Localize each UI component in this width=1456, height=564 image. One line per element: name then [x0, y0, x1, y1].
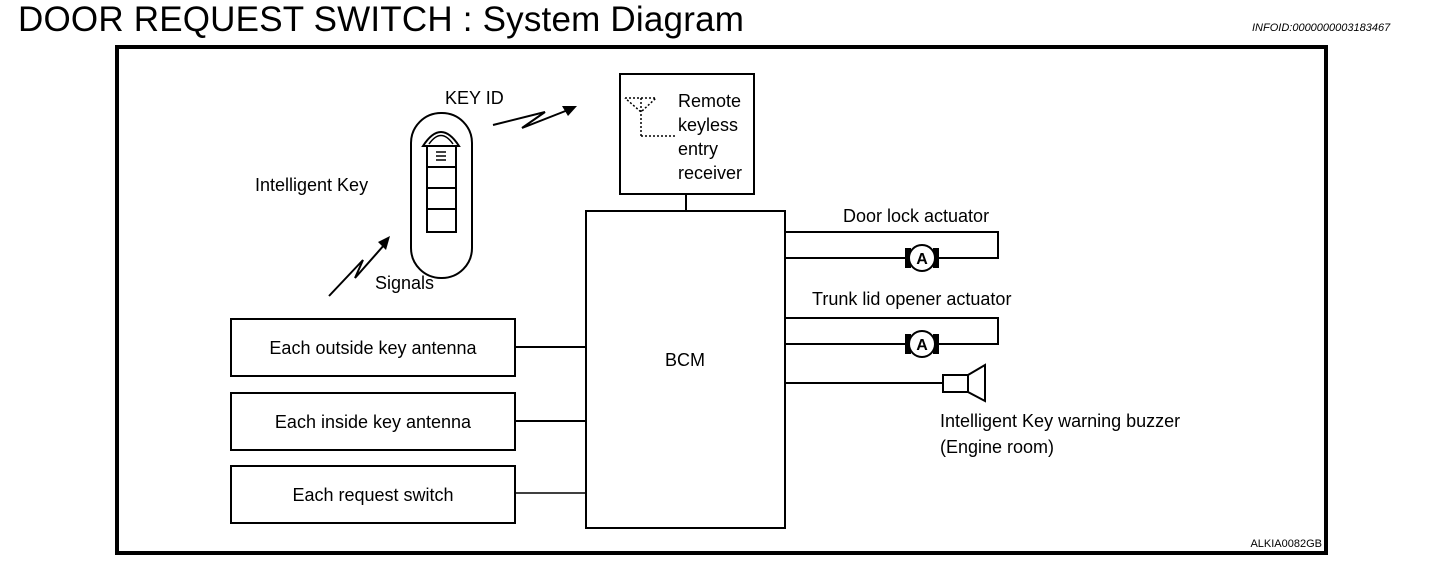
buzzer-label-line1: Intelligent Key warning buzzer	[940, 411, 1180, 431]
key-id-label: KEY ID	[445, 88, 504, 108]
door-lock-motor-icon: A	[905, 244, 939, 272]
signals-label: Signals	[375, 273, 434, 293]
signals-signal-icon	[328, 236, 390, 297]
buzzer-label-line2: (Engine room)	[940, 437, 1054, 457]
bcm-box	[585, 210, 786, 529]
receiver-label: Remote keyless entry receiver	[678, 91, 746, 183]
inside-key-antenna-label: Each inside key antenna	[275, 412, 472, 432]
buzzer-icon	[942, 363, 986, 403]
antenna-icon	[624, 97, 676, 137]
bcm-label: BCM	[665, 350, 705, 370]
motor-symbol: A	[916, 251, 928, 268]
buzzer-label: Intelligent Key warning buzzer (Engine r…	[940, 411, 1185, 457]
page-title: DOOR REQUEST SWITCH : System Diagram	[18, 0, 745, 39]
info-id: INFOID:0000000003183467	[1252, 22, 1391, 34]
receiver-label-line: entry	[678, 139, 718, 159]
figure-code: ALKIA0082GB	[1250, 538, 1322, 550]
motor-symbol: A	[916, 337, 928, 354]
diagram-frame	[115, 45, 1328, 555]
trunk-lid-motor-icon: A	[905, 330, 939, 358]
request-switch-label: Each request switch	[292, 485, 453, 505]
outside-key-antenna-label: Each outside key antenna	[269, 338, 477, 358]
receiver-label-line: receiver	[678, 163, 742, 183]
door-lock-actuator-label: Door lock actuator	[843, 206, 989, 226]
receiver-label-line: Remote	[678, 91, 741, 111]
key-id-signal-icon	[492, 106, 577, 129]
trunk-lid-wire	[785, 317, 999, 345]
receiver-label-line: keyless	[678, 115, 738, 135]
door-lock-wire	[785, 231, 999, 259]
intelligent-key-label: Intelligent Key	[255, 175, 368, 195]
request-switch-box	[230, 465, 516, 524]
trunk-lid-opener-label: Trunk lid opener actuator	[812, 289, 1011, 309]
intelligent-key-icon	[410, 112, 473, 279]
